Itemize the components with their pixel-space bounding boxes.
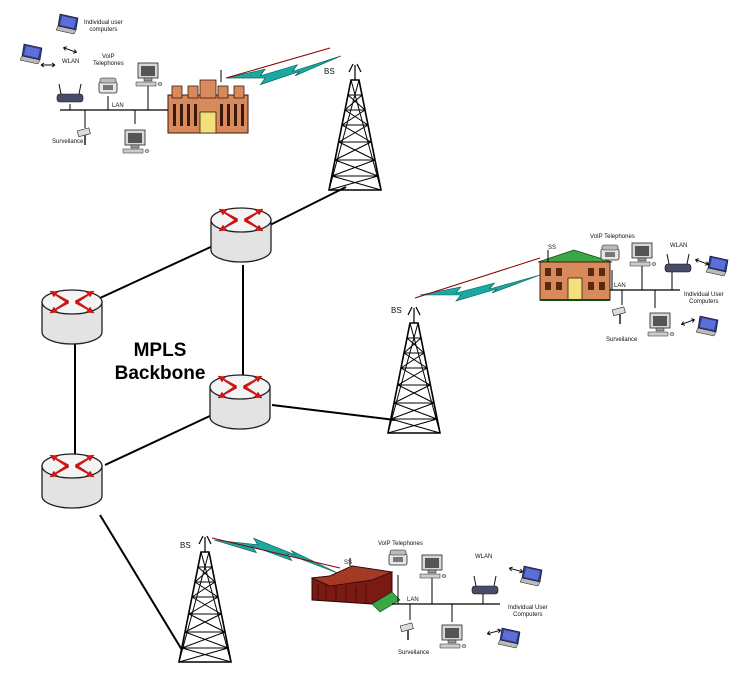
desktop-pc-top-2 — [122, 129, 150, 154]
desktop-pc-top-1 — [135, 62, 163, 87]
surveillance-camera-bottom — [399, 621, 415, 641]
rf-beam-bottom — [211, 537, 341, 569]
wifi-link-arrow — [694, 257, 710, 267]
building-top — [167, 70, 249, 134]
backbone-links — [74, 186, 396, 651]
wlan-label-right: WLAN — [670, 243, 688, 249]
building-right — [537, 249, 613, 301]
desktop-pc-right-1 — [629, 242, 657, 267]
voip-top-line2: Telephones — [93, 60, 124, 67]
lan-label-bottom: LAN — [407, 597, 419, 603]
laptop-bottom-2 — [497, 627, 521, 649]
wireless-link-bottom — [209, 533, 345, 575]
wifi-link-arrow — [680, 317, 696, 327]
mpls-backbone-label: MPLS Backbone — [108, 340, 212, 386]
bs-tower-right — [387, 306, 441, 434]
mpls-router-left — [41, 289, 103, 345]
link-router-left-top — [99, 244, 216, 299]
wlan-label-bottom: WLAN — [475, 554, 493, 560]
wifi-link-arrow — [40, 62, 56, 68]
voip-label-top: VoIP Telephones — [93, 54, 124, 67]
laptop-bottom-1 — [519, 565, 543, 587]
wlan-access-point-bottom — [471, 575, 499, 595]
rf-beam-top — [225, 47, 331, 79]
voip-label-right: VoIP Telephones — [590, 234, 635, 240]
wlan-access-point-top — [56, 83, 84, 103]
site-right — [537, 242, 729, 337]
link-router-bottom-tower3 — [99, 514, 183, 651]
surveillance-label-bottom: Surveilance — [398, 650, 430, 656]
building-bottom — [310, 558, 401, 613]
wlan-label-top: WLAN — [62, 59, 80, 65]
laptop-right-1 — [705, 255, 729, 277]
wifi-link-arrow — [508, 565, 524, 575]
bs-label-right: BS — [391, 306, 402, 315]
surveillance-label-right: Surveilance — [606, 337, 638, 343]
link-router-mid-tower2 — [271, 404, 396, 421]
wifi-link-arrow — [62, 45, 78, 55]
lan-label-top: LAN — [112, 103, 124, 109]
laptop-right-2 — [695, 315, 719, 337]
user-computers-label-top: Individual user computers — [84, 20, 123, 33]
voip-label-bottom: VoIP Telephones — [378, 541, 423, 547]
site-top — [19, 13, 249, 154]
bs-tower-bottom — [178, 535, 232, 663]
link-router-bottom-mid — [104, 414, 213, 466]
voip-phone-bottom — [388, 549, 408, 566]
rf-beam-right — [414, 257, 541, 299]
desktop-pc-right-2 — [647, 312, 675, 337]
voip-phone-top — [98, 77, 118, 94]
laptop-top-2 — [19, 43, 43, 65]
mpls-router-top — [210, 207, 272, 263]
mpls-label-line2: Backbone — [114, 362, 206, 384]
surveillance-camera-right — [611, 305, 627, 325]
mpls-label-line1: MPLS — [133, 340, 187, 361]
user-computers-label-bottom: Individual User Computers — [508, 605, 548, 618]
desktop-pc-bottom-2 — [439, 624, 467, 649]
site-bottom — [310, 549, 543, 649]
user-computers-right-line2: Computers — [689, 298, 719, 305]
ss-label-right: SS — [548, 245, 557, 251]
user-computers-bottom-line2: Computers — [513, 611, 543, 618]
user-computers-top-line1: Individual user — [84, 20, 123, 26]
voip-phone-right — [600, 244, 620, 261]
laptop-top-1 — [55, 13, 79, 35]
desktop-pc-bottom-1 — [419, 554, 447, 579]
wifi-link-arrow — [486, 627, 502, 637]
ss-label-bottom: SS — [344, 560, 353, 566]
user-computers-right-line1: Individual User — [684, 292, 724, 298]
surveillance-label-top: Surveilance — [52, 139, 84, 145]
mpls-router-middle — [209, 374, 271, 430]
bs-tower-top — [328, 63, 382, 191]
wlan-access-point-right — [664, 253, 692, 273]
lan-label-right: LAN — [614, 283, 626, 289]
user-computers-top-line2: computers — [89, 26, 118, 33]
wireless-link-right — [419, 274, 541, 302]
bs-label-bottom: BS — [180, 541, 191, 550]
mpls-router-bottom — [41, 453, 103, 509]
user-computers-label-right: Individual User Computers — [684, 292, 724, 305]
voip-top-line1: VoIP — [102, 54, 115, 60]
user-computers-bottom-line1: Individual User — [508, 605, 548, 611]
bs-label-top: BS — [324, 67, 335, 76]
link-router-top-tower1 — [269, 186, 347, 226]
